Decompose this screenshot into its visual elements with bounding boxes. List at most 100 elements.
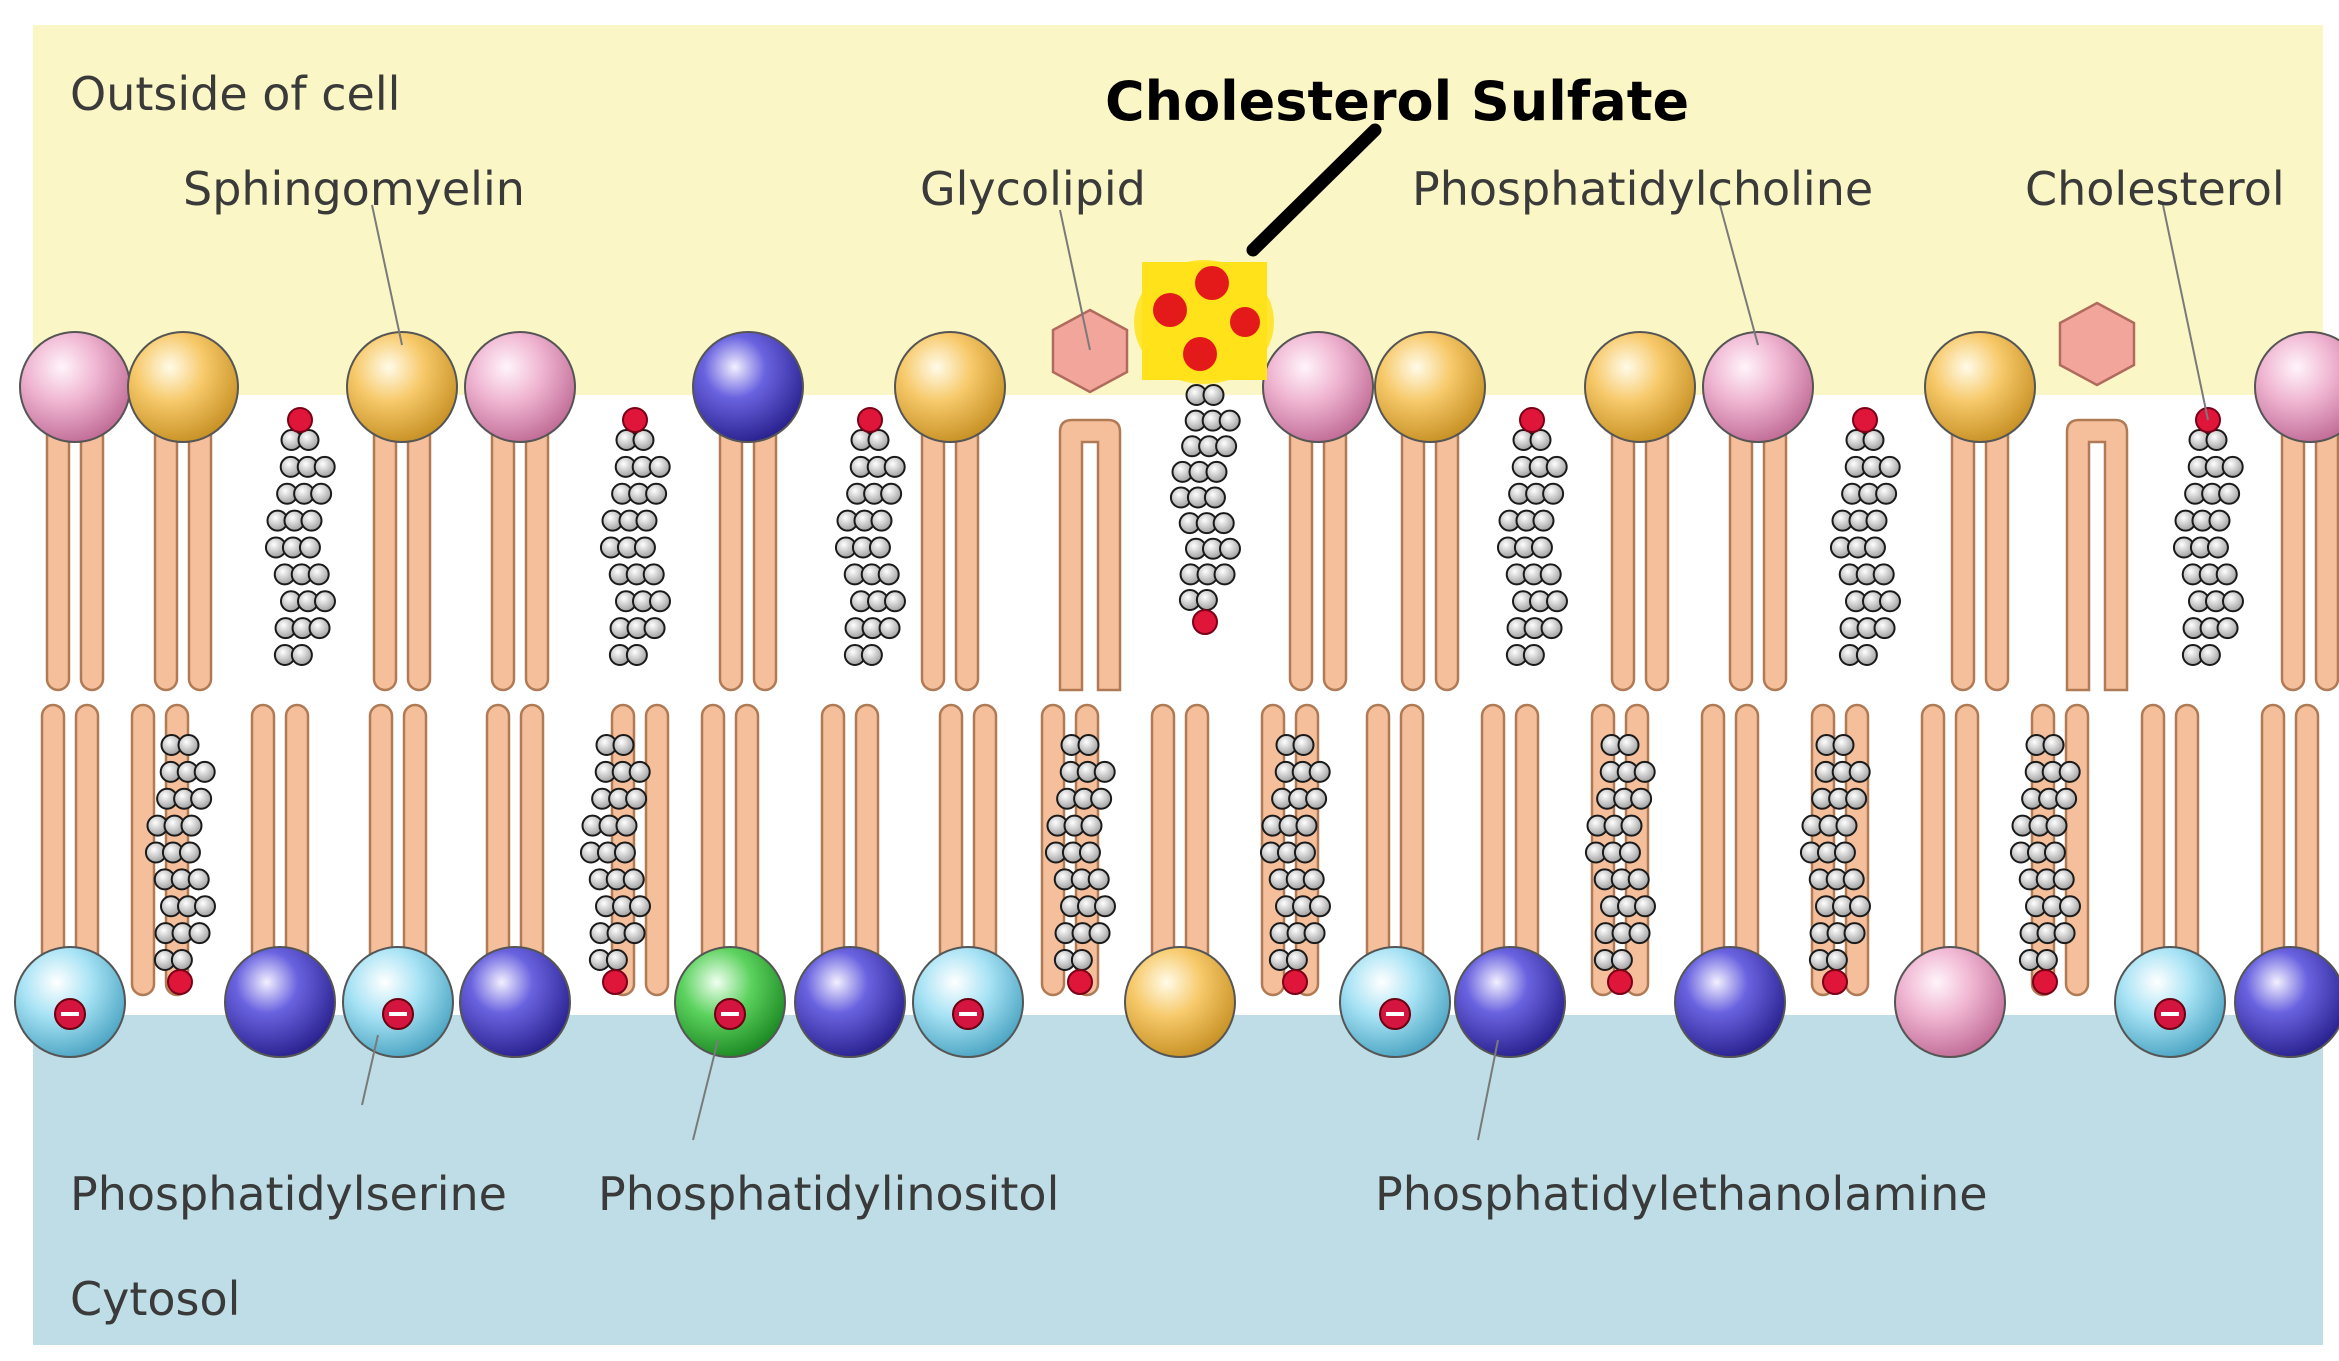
steroid-ring-atom xyxy=(1878,590,1901,613)
cholesterol-molecule xyxy=(1799,734,1871,995)
phosphatidylcholine-head xyxy=(2254,331,2339,443)
steroid-ring-atom xyxy=(2042,734,2065,756)
fatty-acid-tail xyxy=(1984,398,2010,692)
steroid-ring-atom xyxy=(1308,760,1331,783)
steroid-ring-atom xyxy=(648,590,671,613)
phosphatidylethanolamine-head xyxy=(794,946,906,1058)
cholesterol-hydroxyl-group xyxy=(857,407,883,433)
head-group-sphere xyxy=(224,946,336,1058)
steroid-ring-atom xyxy=(1835,814,1858,837)
fatty-acid-tail xyxy=(920,398,946,692)
fatty-acid-tail xyxy=(1950,398,1976,692)
steroid-ring-atom xyxy=(180,814,203,837)
steroid-ring-atom xyxy=(1530,536,1553,559)
outer-leaflet-heads xyxy=(19,331,2339,443)
steroid-ring-atom xyxy=(1080,814,1103,837)
steroid-ring-atom xyxy=(1088,922,1111,945)
cholesterol-hydroxyl-group xyxy=(1822,969,1848,995)
steroid-ring-atom xyxy=(2206,536,2229,559)
outer-leaflet-cholesterol xyxy=(264,384,2244,666)
cholesterol-hydroxyl-group xyxy=(287,407,313,433)
steroid-ring-atom xyxy=(878,617,901,640)
head-group-sphere xyxy=(1262,331,1374,443)
cholesterol-molecule xyxy=(1259,734,1331,995)
cholesterol-molecule xyxy=(1496,407,1568,666)
fatty-acid-tail xyxy=(2280,398,2306,692)
sulfate-red-dot xyxy=(1230,307,1260,337)
phosphatidylcholine-head xyxy=(1894,946,2006,1058)
steroid-ring-atom xyxy=(2198,644,2221,666)
fatty-acid-tail xyxy=(1728,398,1754,692)
glycolipid-heads xyxy=(1051,301,2136,394)
steroid-ring-atom xyxy=(1093,895,1116,918)
steroid-ring-atom xyxy=(1077,734,1100,756)
steroid-ring-atom xyxy=(2205,429,2228,451)
fatty-acid-tail xyxy=(45,398,71,692)
fatty-acid-tail xyxy=(644,703,670,997)
head-group-sphere xyxy=(459,946,571,1058)
steroid-ring-atom xyxy=(1627,868,1650,891)
fatty-acid-tail xyxy=(1644,398,1670,692)
steroid-ring-atom xyxy=(2052,868,2075,891)
head-group-sphere xyxy=(794,946,906,1058)
minus-sign xyxy=(721,1012,739,1016)
steroid-ring-atom xyxy=(1620,814,1643,837)
steroid-ring-atom xyxy=(1628,922,1651,945)
steroid-ring-atom xyxy=(2058,760,2081,783)
steroid-ring-atom xyxy=(187,868,210,891)
cholesterol-molecule xyxy=(144,734,216,995)
steroid-ring-atom xyxy=(1303,922,1326,945)
steroid-ring-atom xyxy=(623,922,646,945)
steroid-ring-atom xyxy=(625,644,648,666)
steroid-ring-atom xyxy=(1093,760,1116,783)
steroid-ring-atom xyxy=(1862,429,1885,451)
steroid-ring-atom xyxy=(645,482,668,505)
cholesterol-molecule xyxy=(599,407,671,666)
inner-leaflet-cholesterol xyxy=(144,734,2081,995)
steroid-ring-atom xyxy=(1875,482,1898,505)
cholesterol-molecule xyxy=(1829,407,1901,666)
steroid-ring-atom xyxy=(1545,455,1568,478)
fatty-acid-tail xyxy=(524,398,550,692)
steroid-ring-atom xyxy=(628,760,651,783)
label-phosphatidylinositol: Phosphatidylinositol xyxy=(598,1167,1059,1221)
steroid-ring-atom xyxy=(622,868,645,891)
steroid-ring-atom xyxy=(1865,509,1888,532)
steroid-ring-atom xyxy=(1843,922,1866,945)
phosphatidylethanolamine-head xyxy=(459,946,571,1058)
steroid-ring-atom xyxy=(877,563,900,586)
cholesterol-hydroxyl-group xyxy=(1067,969,1093,995)
head-group-sphere xyxy=(464,331,576,443)
steroid-ring-atom xyxy=(612,734,635,756)
steroid-ring-atom xyxy=(2221,590,2244,613)
steroid-ring-atom xyxy=(635,509,658,532)
steroid-ring-atom xyxy=(1633,760,1656,783)
head-group-sphere xyxy=(1924,331,2036,443)
sphingomyelin-head xyxy=(1924,331,2036,443)
steroid-ring-atom xyxy=(290,644,313,666)
steroid-ring-atom xyxy=(628,895,651,918)
steroid-ring-atom xyxy=(188,922,211,945)
sphingomyelin-head xyxy=(1374,331,1486,443)
fatty-acid-tail xyxy=(406,398,432,692)
head-group-sphere xyxy=(2234,946,2339,1058)
steroid-ring-atom xyxy=(2208,509,2231,532)
cholesterol-molecule xyxy=(579,734,651,995)
fatty-acid-tail xyxy=(372,398,398,692)
steroid-ring-atom xyxy=(868,536,891,559)
steroid-ring-atom xyxy=(1213,563,1236,586)
steroid-ring-atom xyxy=(1090,787,1113,810)
cholesterol-hydroxyl-group xyxy=(1852,407,1878,433)
steroid-ring-atom xyxy=(1522,644,1545,666)
cholesterol-hydroxyl-group xyxy=(167,969,193,995)
steroid-ring-atom xyxy=(313,455,336,478)
fatty-acid-tail xyxy=(1400,398,1426,692)
cholesterol-hydroxyl-group xyxy=(1607,969,1633,995)
steroid-ring-atom xyxy=(1545,590,1568,613)
steroid-ring-atom xyxy=(1833,841,1856,864)
steroid-ring-atom xyxy=(2215,563,2238,586)
steroid-ring-atom xyxy=(633,536,656,559)
steroid-ring-atom xyxy=(883,590,906,613)
label-sphingomyelin: Sphingomyelin xyxy=(183,162,525,216)
